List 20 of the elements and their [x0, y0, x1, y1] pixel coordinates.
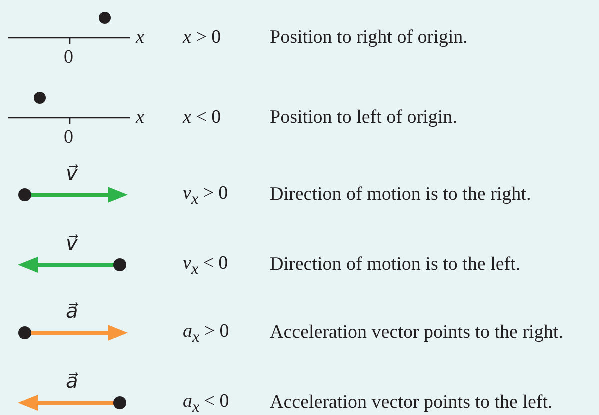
axis-label: x: [136, 107, 144, 129]
vector-symbol: a⃗: [66, 300, 78, 322]
inequality-label: x > 0: [183, 27, 222, 49]
axis-label: x: [136, 27, 144, 49]
inequality-label: a$_{x}$ < 0: [183, 391, 230, 415]
tick-label: 0: [64, 47, 74, 69]
description-text: Acceleration vector points to the right.: [270, 322, 564, 344]
description-text: Position to left of origin.: [270, 107, 458, 129]
description-text: Direction of motion is to the right.: [270, 184, 532, 206]
inequality-label: v$_{x}$ < 0: [183, 253, 228, 280]
vector-symbol: a⃗: [66, 370, 78, 392]
inequality-label: x < 0: [183, 107, 222, 129]
description-text: Direction of motion is to the left.: [270, 254, 521, 276]
tick-label: 0: [64, 127, 74, 149]
inequality-label: v$_{x}$ > 0: [183, 183, 228, 210]
vector-symbol: v⃗: [66, 232, 78, 254]
description-text: Acceleration vector points to the left.: [270, 392, 553, 414]
description-text: Position to right of origin.: [270, 27, 468, 49]
vector-symbol: v⃗: [66, 162, 78, 184]
inequality-label: a$_{x}$ > 0: [183, 321, 230, 348]
